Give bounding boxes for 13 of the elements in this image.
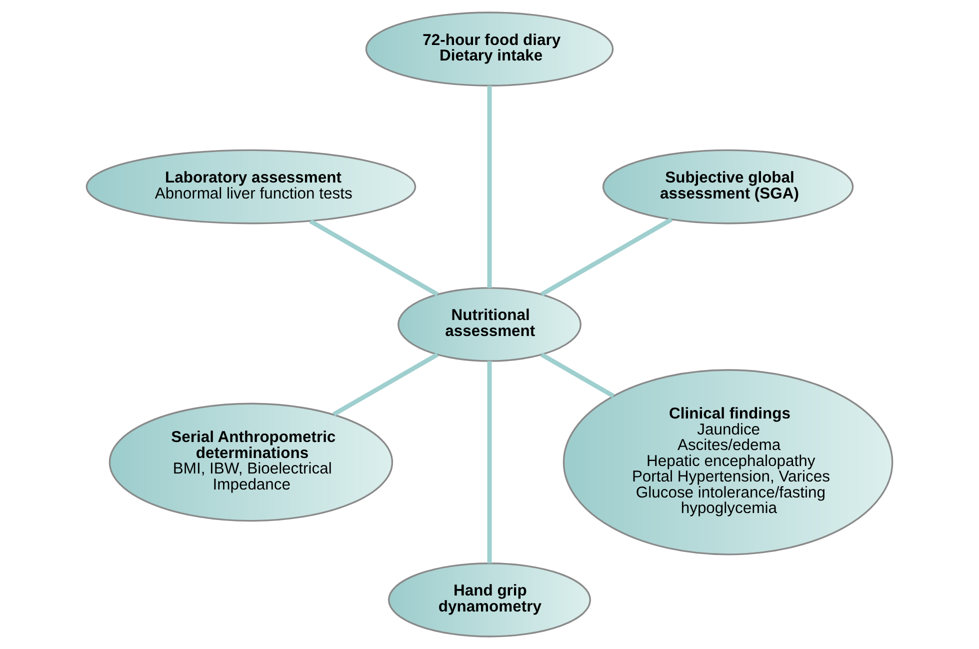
node-ellipse: 72-hour food diary Dietary intake [365, 12, 614, 86]
node-ellipse: Serial Anthropometric determinations BMI, IBW, Bioelectrical Impedance [108, 402, 394, 522]
connector [332, 352, 439, 416]
node-ellipse: Nutritional assessment [398, 287, 582, 362]
connector [309, 219, 439, 296]
connector [487, 86, 492, 288]
connector [487, 361, 492, 564]
node-ellipse: Laboratory assessment Abnormal liver function tests [86, 149, 416, 224]
node-ellipse: Clinical findings Jaundice Ascites/edema Hepatic encephalopathy Portal Hypertension, Varices Glucose intolerance/fasting hypoglycemia [562, 369, 894, 556]
node-ellipse: Subjective global assessment (SGA) [602, 149, 854, 224]
connector [540, 217, 673, 296]
node-ellipse: Hand grip dynamometry [388, 562, 592, 638]
connector [540, 352, 615, 398]
